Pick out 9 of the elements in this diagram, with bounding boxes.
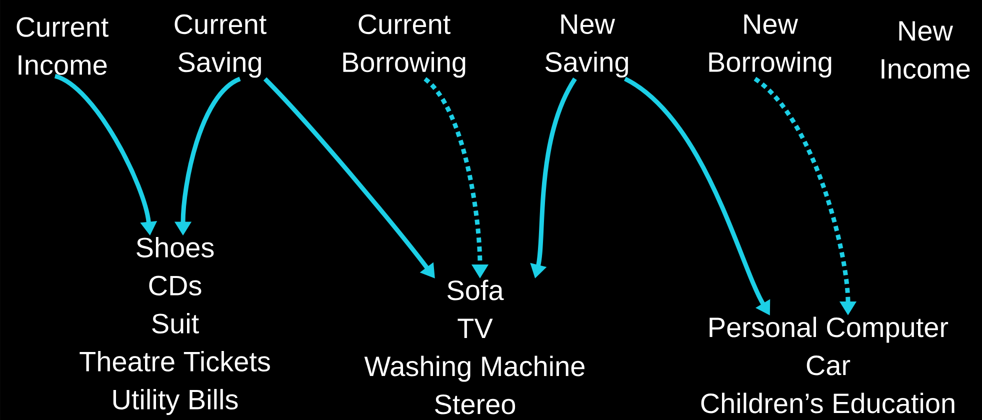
item-list: Sofa TV Washing Machine Stereo xyxy=(364,280,584,414)
item-list: Shoes CDs Suit Theatre Tickets Utility Bills xyxy=(80,236,270,416)
category-heading: New Borrowing xyxy=(709,14,832,78)
category-heading: Current Saving xyxy=(174,14,266,78)
item-list: Personal Computer Car Children’s Education xyxy=(701,316,954,414)
category-heading: Current Borrowing xyxy=(343,14,466,78)
category-heading: Current Income xyxy=(16,17,108,75)
category-heading: New Income xyxy=(882,21,970,79)
category-heading: New Saving xyxy=(545,14,628,78)
